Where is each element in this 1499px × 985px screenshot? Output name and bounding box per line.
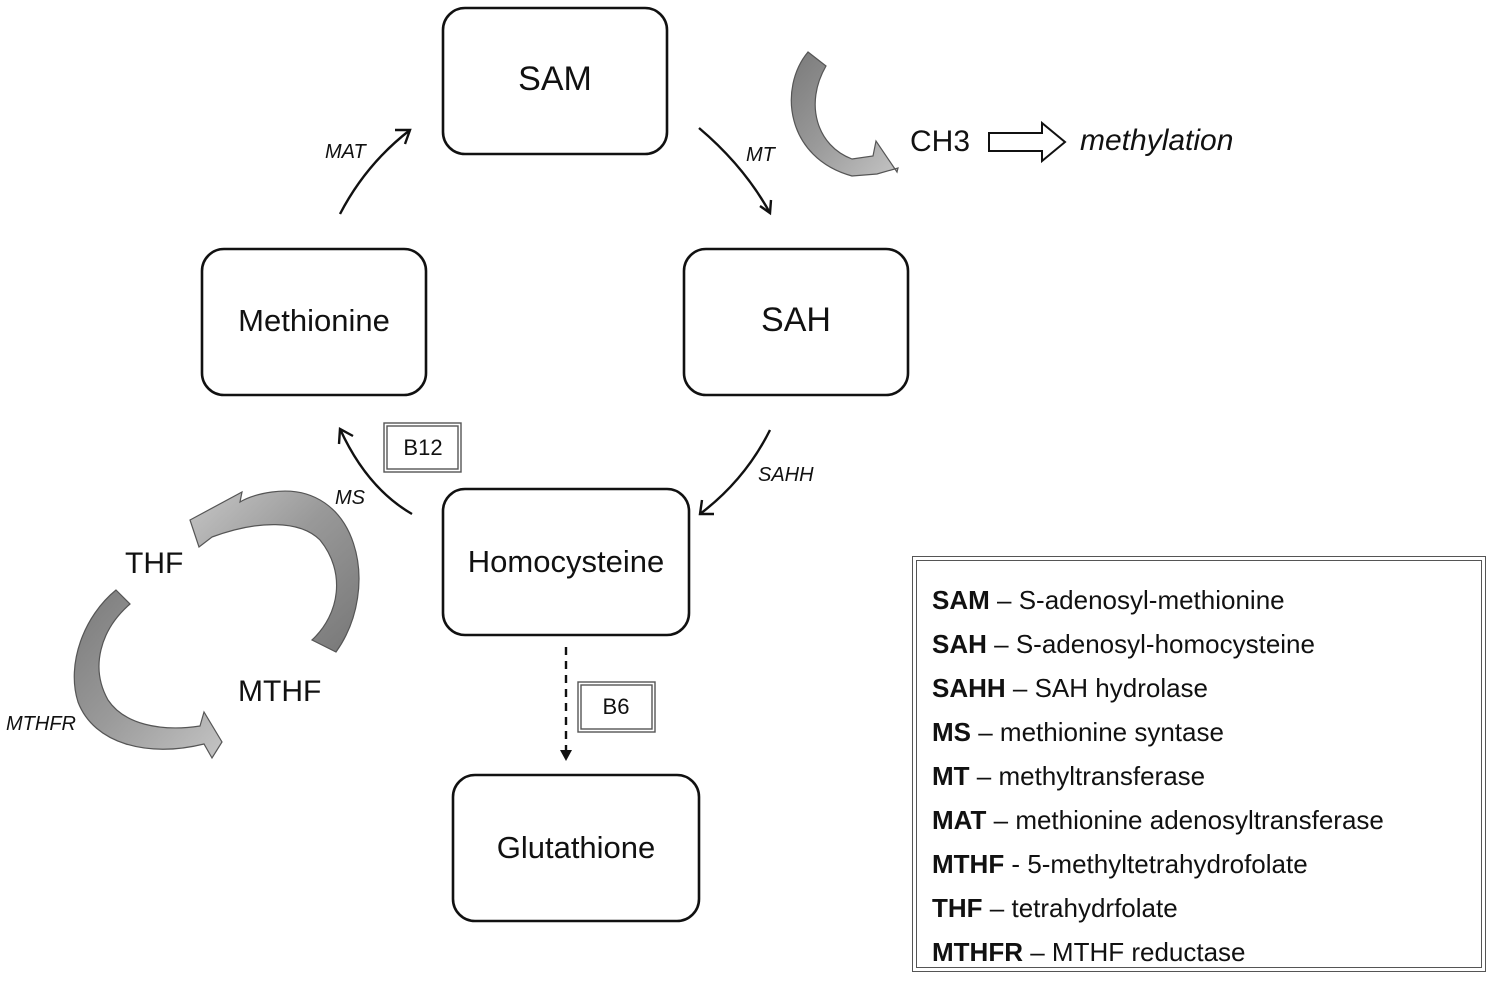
legend-entry-abbreviation: MT bbox=[932, 761, 970, 791]
methyl-release-curved-arrow bbox=[790, 51, 899, 177]
legend-entry-description: 5-methyltetrahydrofolate bbox=[1027, 849, 1308, 879]
legend-entry-description: tetrahydrfolate bbox=[1011, 893, 1178, 923]
legend-entry: MT – methyltransferase bbox=[932, 754, 1481, 798]
legend-entry-separator: – bbox=[986, 805, 1016, 835]
legend-entry: THF – tetrahydrfolate bbox=[932, 886, 1481, 930]
node-homocysteine-label: Homocysteine bbox=[468, 544, 664, 579]
arrow-sam-to-sah bbox=[698, 127, 773, 216]
legend-entry-separator: - bbox=[1004, 849, 1028, 879]
cofactor-b12-box: B12 bbox=[383, 422, 462, 473]
legend-entry: MTHF - 5-methyltetrahydrofolate bbox=[932, 842, 1481, 886]
enzyme-label-ms: MS bbox=[335, 487, 366, 509]
legend-entry: SAM – S-adenosyl-methionine bbox=[932, 578, 1481, 622]
enzyme-label-mthfr: MTHFR bbox=[6, 713, 76, 735]
legend-entry: MS – methionine syntase bbox=[932, 710, 1481, 754]
legend-entry-separator: – bbox=[989, 585, 1019, 615]
node-glutathione: Glutathione bbox=[451, 773, 701, 923]
legend-entry-description: methyltransferase bbox=[998, 761, 1206, 791]
legend-entry-abbreviation: MAT bbox=[932, 805, 987, 835]
node-sah: SAH bbox=[682, 247, 910, 397]
node-homocysteine: Homocysteine bbox=[441, 487, 691, 637]
hollow-arrow-to-methylation bbox=[988, 120, 1067, 164]
node-glutathione-label: Glutathione bbox=[497, 830, 656, 865]
node-methionine: Methionine bbox=[200, 247, 428, 397]
methylation-label: methylation bbox=[1080, 124, 1233, 157]
thf-label: THF bbox=[125, 547, 183, 580]
arrow-homocysteine-to-glutathione bbox=[560, 647, 572, 761]
legend-entry: SAHH – SAH hydrolase bbox=[932, 666, 1481, 710]
legend-entry-abbreviation: MTHFR bbox=[932, 937, 1023, 967]
node-sah-label: SAH bbox=[761, 301, 831, 339]
legend-entry-abbreviation: THF bbox=[932, 893, 983, 923]
ch3-label: CH3 bbox=[910, 125, 970, 158]
enzyme-label-sahh: SAHH bbox=[758, 464, 814, 486]
cofactor-b12-label: B12 bbox=[403, 435, 442, 460]
legend-entry: SAH – S-adenosyl-homocysteine bbox=[932, 622, 1481, 666]
cofactor-b6-box: B6 bbox=[577, 681, 656, 733]
legend-entry-description: SAH hydrolase bbox=[1034, 673, 1209, 703]
legend-entry-description: methionine adenosyltransferase bbox=[1015, 805, 1384, 835]
arrow-sah-to-homocysteine bbox=[698, 429, 772, 516]
legend-entry-abbreviation: SAHH bbox=[932, 673, 1006, 703]
legend-entry-separator: – bbox=[982, 893, 1012, 923]
legend-entry: MTHFR – MTHF reductase bbox=[932, 930, 1481, 974]
legend-entry: MAT – methionine adenosyltransferase bbox=[932, 798, 1481, 842]
enzyme-label-mat: MAT bbox=[325, 141, 368, 163]
legend-entry-abbreviation: SAH bbox=[932, 629, 987, 659]
legend-entry-description: methionine syntase bbox=[999, 717, 1224, 747]
legend-entry-separator: – bbox=[986, 629, 1016, 659]
legend-entry-separator: – bbox=[1022, 937, 1052, 967]
legend-entry-abbreviation: MS bbox=[932, 717, 971, 747]
curved-arrow-mthf-to-thf bbox=[189, 490, 360, 653]
legend-entry-separator: – bbox=[1005, 673, 1035, 703]
node-methionine-label: Methionine bbox=[238, 303, 390, 338]
arrow-homocysteine-to-methionine bbox=[337, 427, 413, 516]
enzyme-label-mt: MT bbox=[746, 144, 777, 166]
node-sam-label: SAM bbox=[518, 60, 592, 98]
legend-entry-description: S-adenosyl-methionine bbox=[1018, 585, 1285, 615]
mthf-label: MTHF bbox=[238, 675, 321, 708]
node-sam: SAM bbox=[441, 6, 669, 156]
legend-entry-description: MTHF reductase bbox=[1051, 937, 1246, 967]
arrow-methionine-to-sam bbox=[338, 128, 412, 215]
legend-entry-abbreviation: SAM bbox=[932, 585, 990, 615]
legend-entry-description: S-adenosyl-homocysteine bbox=[1015, 629, 1315, 659]
cofactor-b6-label: B6 bbox=[603, 694, 630, 719]
legend-entry-separator: – bbox=[969, 761, 999, 791]
legend-entry-separator: – bbox=[971, 717, 1000, 747]
legend-entry-abbreviation: MTHF bbox=[932, 849, 1005, 879]
curved-arrow-thf-to-mthf bbox=[73, 589, 223, 760]
